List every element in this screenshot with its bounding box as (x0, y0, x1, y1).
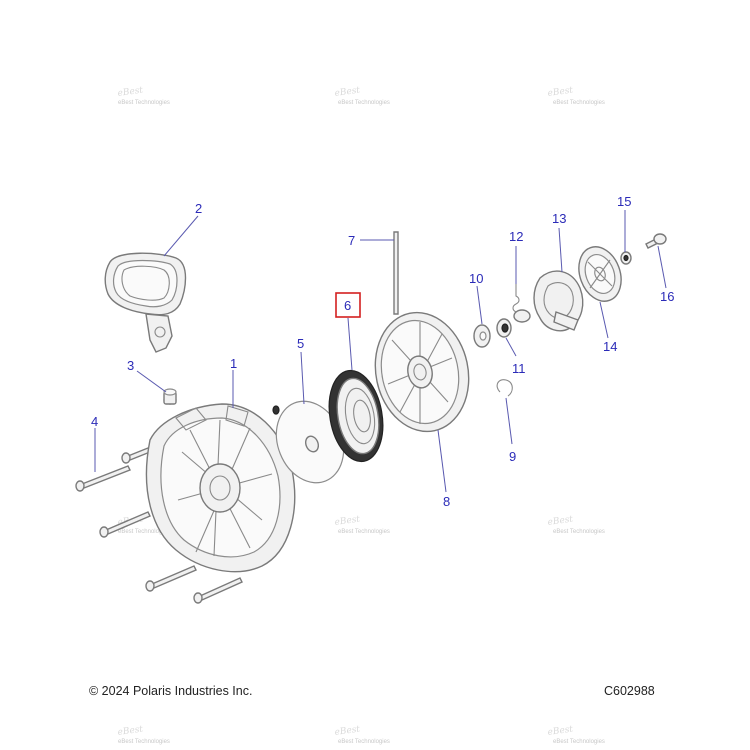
svg-text:eBest: eBest (547, 85, 574, 99)
leader-8 (437, 429, 447, 493)
callout-labels: 1 2 3 4 5 6 7 8 9 10 11 12 13 14 15 16 (91, 194, 674, 509)
part-center-bolt[interactable] (645, 233, 667, 249)
callout-16[interactable]: 16 (660, 289, 674, 304)
leader-lines (94, 210, 667, 493)
watermark: eBest eBest Technologies (117, 85, 170, 106)
part-starter-rope[interactable] (393, 231, 399, 315)
watermark: eBest eBest Technologies (547, 724, 605, 745)
watermark-text: eBest Technologies (553, 739, 605, 745)
watermark-text: eBest Technologies (553, 529, 605, 535)
bolt[interactable] (193, 577, 243, 604)
leader-11 (505, 337, 517, 357)
svg-text:eBest: eBest (334, 724, 361, 738)
part-starter-handle[interactable] (104, 252, 187, 353)
leader-3 (136, 370, 167, 393)
leader-13 (558, 227, 563, 273)
watermark: eBest eBest Technologies (117, 724, 170, 745)
callout-11[interactable]: 11 (512, 361, 526, 376)
watermark-text: eBest Technologies (118, 739, 170, 745)
callout-1[interactable]: 1 (230, 356, 237, 371)
leader-2 (163, 215, 199, 257)
part-washer[interactable] (473, 324, 491, 348)
watermark-text: eBest Technologies (338, 529, 390, 535)
callout-14[interactable]: 14 (603, 339, 617, 354)
part-retainer-plate[interactable] (572, 241, 629, 307)
callout-10[interactable]: 10 (469, 271, 483, 286)
watermark-text: eBest Technologies (118, 529, 170, 535)
svg-text:eBest: eBest (334, 85, 361, 99)
leader-6 (347, 317, 353, 371)
diagram-code: C602988 (604, 684, 655, 698)
watermark: eBest eBest Technologies (547, 85, 605, 106)
svg-text:eBest: eBest (117, 85, 144, 99)
watermark: eBest eBest Technologies (334, 724, 390, 745)
callout-4[interactable]: 4 (91, 414, 98, 429)
watermark-text: eBest Technologies (553, 100, 605, 106)
callout-3[interactable]: 3 (127, 358, 134, 373)
watermarks: eBest eBest Technologies eBest eBest Tec… (117, 85, 605, 745)
callout-8[interactable]: 8 (443, 494, 450, 509)
leader-5 (300, 351, 305, 405)
part-starter-pulley[interactable] (365, 304, 480, 441)
callout-15[interactable]: 15 (617, 194, 631, 209)
bolt[interactable] (75, 465, 131, 492)
part-pawl-spring[interactable] (512, 284, 531, 323)
watermark-text: eBest Technologies (118, 100, 170, 106)
leader-16 (657, 245, 667, 289)
leader-14 (599, 301, 609, 339)
bolt[interactable] (99, 511, 151, 538)
callout-12[interactable]: 12 (509, 229, 523, 244)
watermark-text: eBest Technologies (338, 739, 390, 745)
watermark: eBest eBest Technologies (334, 85, 390, 106)
callout-5[interactable]: 5 (297, 336, 304, 351)
callout-6[interactable]: 6 (344, 298, 351, 313)
svg-text:eBest: eBest (117, 724, 144, 738)
part-nut[interactable] (620, 251, 632, 265)
leader-10 (476, 285, 483, 325)
callout-13[interactable]: 13 (552, 211, 566, 226)
callout-2[interactable]: 2 (195, 201, 202, 216)
bolt[interactable] (145, 565, 197, 592)
watermark-text: eBest Technologies (338, 100, 390, 106)
callout-9[interactable]: 9 (509, 449, 516, 464)
leader-9 (505, 397, 513, 445)
svg-text:eBest: eBest (334, 514, 361, 528)
part-handle-insert[interactable] (163, 388, 177, 405)
part-recoil-spring[interactable] (322, 366, 389, 466)
part-pawl-cam[interactable] (533, 270, 584, 332)
copyright-notice: © 2024 Polaris Industries Inc. (89, 684, 253, 698)
svg-text:eBest: eBest (547, 724, 574, 738)
part-friction-plate[interactable] (265, 391, 356, 493)
part-snap-ring[interactable] (496, 379, 513, 397)
part-recoil-housing[interactable] (145, 403, 296, 573)
watermark: eBest eBest Technologies (334, 514, 390, 535)
callout-7[interactable]: 7 (348, 233, 355, 248)
part-bushing[interactable] (496, 318, 512, 338)
watermark: eBest eBest Technologies (547, 514, 605, 535)
svg-text:eBest: eBest (547, 514, 574, 528)
selected-callout-highlight (335, 292, 361, 318)
